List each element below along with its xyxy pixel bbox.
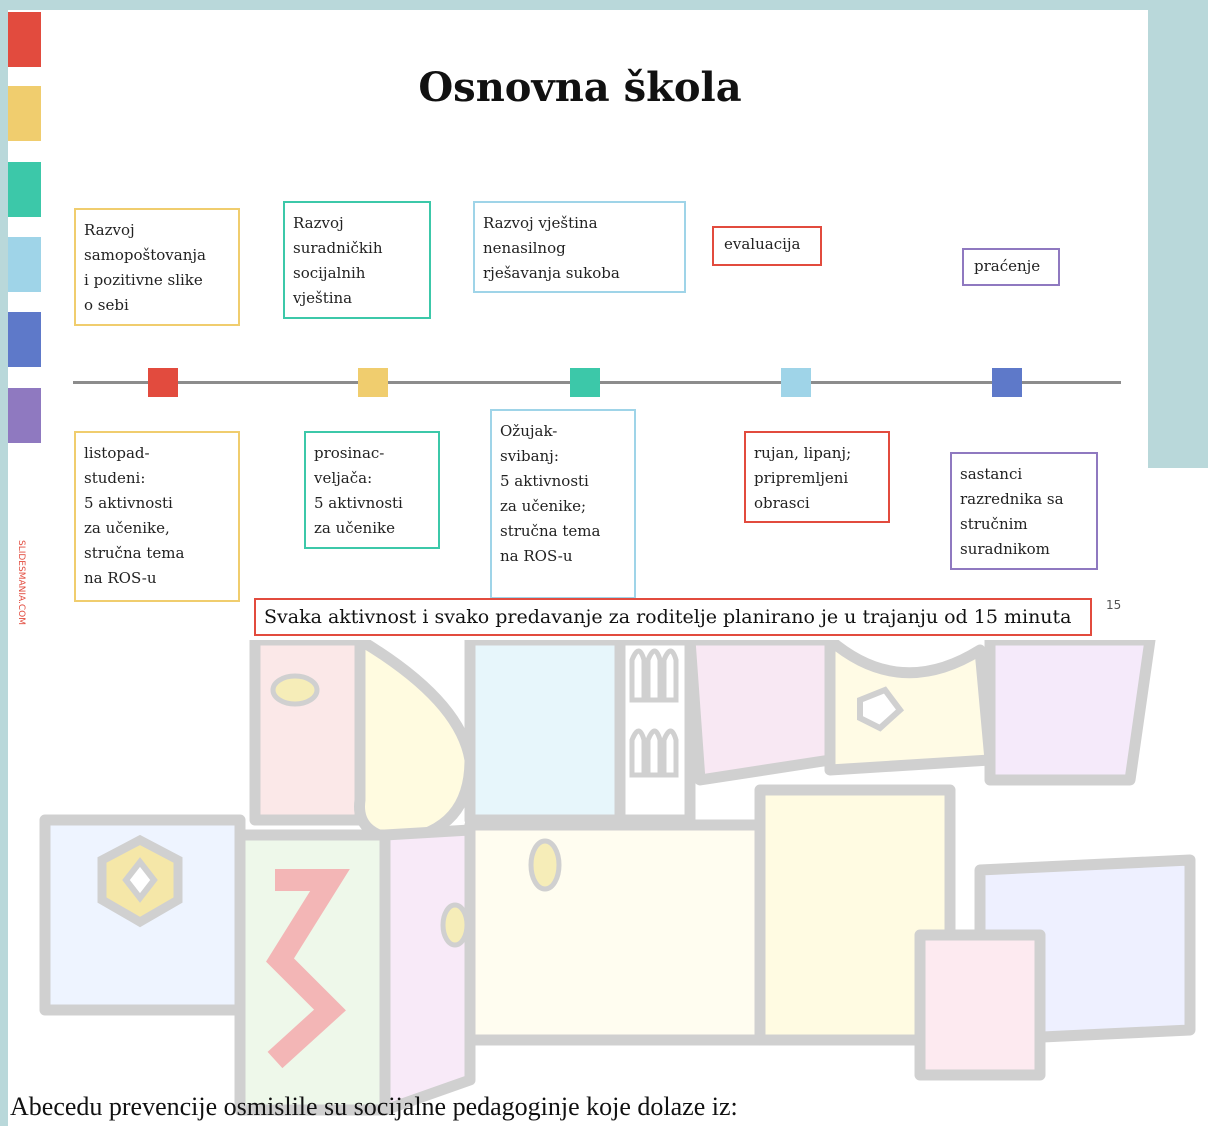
color-swatch (8, 312, 41, 367)
goal-box: Razvoj suradničkih socijalnih vještina (283, 201, 431, 319)
watermark-text: SLIDESMANIA.COM (16, 540, 26, 626)
timeline-marker (148, 368, 178, 397)
slide-edge-fill (1148, 468, 1208, 640)
page-number: 15 (1106, 598, 1122, 612)
page-background-band (0, 0, 8, 1126)
schedule-box: prosinac- veljača: 5 aktivnosti za učeni… (304, 431, 440, 549)
caption-text: Abecedu prevencije osmislile su socijaln… (10, 1092, 738, 1121)
goal-box: praćenje (962, 248, 1060, 286)
timeline-marker (781, 368, 811, 397)
goal-box: Razvoj samopoštovanja i pozitivne slike … (74, 208, 240, 326)
color-swatch (8, 12, 41, 67)
schedule-box: Ožujak- svibanj: 5 aktivnosti za učenike… (490, 409, 636, 599)
duration-note: Svaka aktivnost i svako predavanje za ro… (254, 598, 1092, 636)
goal-box: evaluacija (712, 226, 822, 266)
schedule-box: sastanci razrednika sa stručnim suradnik… (950, 452, 1098, 570)
color-swatch (8, 86, 41, 141)
timeline-marker (992, 368, 1022, 397)
timeline-marker (358, 368, 388, 397)
schedule-box: rujan, lipanj; pripremljeni obrasci (744, 431, 890, 523)
slide-title: Osnovna škola (418, 64, 742, 111)
timeline-marker (570, 368, 600, 397)
goal-box: Razvoj vještina nenasilnog rješavanja su… (473, 201, 686, 293)
color-swatch (8, 162, 41, 217)
schedule-box: listopad- studeni: 5 aktivnosti za učeni… (74, 431, 240, 602)
color-swatch (8, 237, 41, 292)
color-swatch (8, 388, 41, 443)
